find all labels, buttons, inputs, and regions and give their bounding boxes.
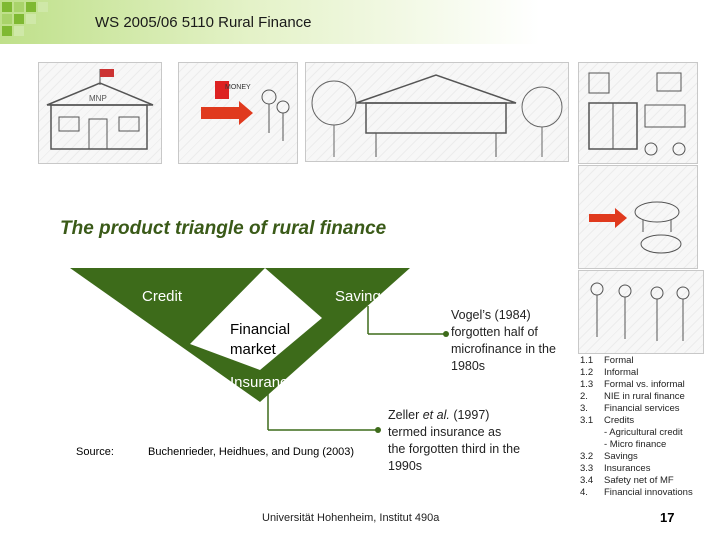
money-transfer-icon: MONEY [201, 81, 290, 141]
credit-label: Credit [142, 288, 183, 305]
bank-sign-text: MNP [89, 94, 107, 103]
list-item: 2.NIE in rural finance [580, 391, 685, 402]
financial-market-label: Financial market [230, 321, 291, 358]
household-goods-sketch [578, 62, 698, 164]
header-title: WS 2005/06 5110 Rural Finance [95, 14, 312, 31]
product-triangle-diagram [70, 268, 449, 433]
insurance-label: Insurance [230, 374, 296, 391]
livestock-sketch [578, 165, 698, 269]
vogel-note: Vogel’s (1984) forgotten half of microfi… [451, 308, 556, 373]
village-house-sketch [305, 62, 569, 162]
list-item: 4.Financial innovations [580, 487, 693, 498]
list-item: 3.Financial services [580, 403, 680, 414]
slide-title: The product triangle of rural finance [60, 218, 387, 239]
bank-building-icon: MNP [46, 69, 154, 150]
list-item: - Micro finance [604, 439, 667, 450]
footer-institution: Universität Hohenheim, Institut 490a [262, 512, 440, 524]
arrow-money-text: MONEY [225, 84, 251, 91]
page-number: 17 [660, 510, 675, 525]
household-goods-icon [588, 72, 686, 156]
village-house-icon [311, 74, 563, 157]
livestock-icon [589, 201, 682, 254]
header-bar [0, 0, 720, 44]
savings-label: Savings [335, 288, 389, 305]
bank-building-sketch: MNP [38, 62, 162, 164]
money-transfer-sketch: MONEY [178, 62, 298, 164]
source-label: Source: [76, 446, 114, 458]
villagers-sketch [578, 270, 704, 354]
source-text: Buchenrieder, Heidhues, and Dung (2003) [148, 446, 355, 458]
triangle-center-cutout [190, 268, 322, 370]
zeller-note: Zeller et al. (1997) termed insurance as… [388, 408, 521, 473]
list-item: - Agricultural credit [604, 427, 683, 438]
villagers-icon [590, 282, 690, 341]
header-logo-squares [0, 0, 60, 44]
